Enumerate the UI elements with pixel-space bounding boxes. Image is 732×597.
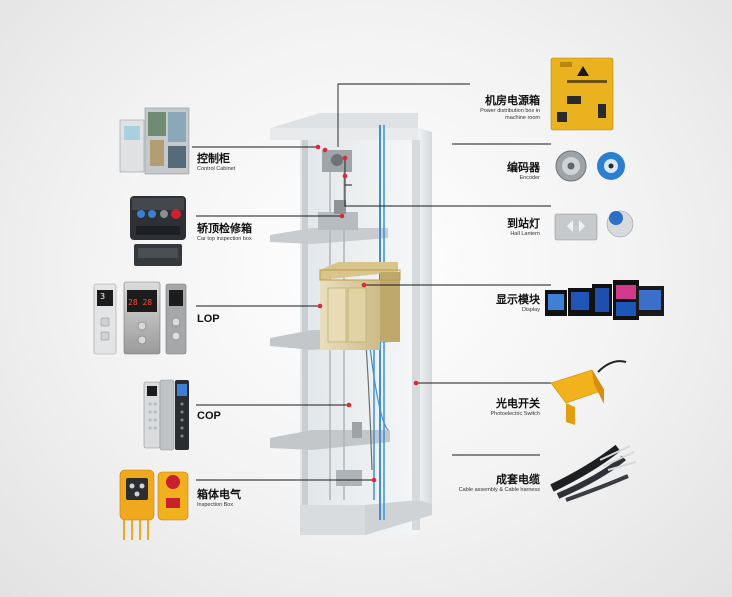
hall-lantern-en: Hall Lantern (510, 231, 540, 237)
label-photoelectric-switch: 光电开关 Photoelectric Switch (460, 398, 540, 418)
lop-display-a: 3 (100, 292, 105, 301)
lop-floor-b: 28 (128, 298, 138, 307)
elevator-car (319, 262, 401, 350)
lop-floor-c: 28 (142, 298, 153, 307)
lop-display-b: 28 28 (128, 298, 152, 307)
inspection-box-image (119, 469, 189, 540)
label-hall-lantern: 到站灯 Hall Lantern (460, 218, 540, 238)
lop-floor-a: 3 (100, 292, 106, 301)
encoder-image (555, 150, 625, 182)
cable-assembly-en: Cable assembly & Cable harness (458, 487, 540, 493)
photoelectric-en: Photoelectric Switch (490, 411, 540, 417)
car-top-inspection-cn: 轿顶检修箱 (197, 223, 252, 235)
elevator-shaft (270, 113, 432, 535)
hall-lantern-cn: 到站灯 (507, 218, 540, 230)
hall-lantern-image (554, 210, 634, 241)
car-top-inspection-en: Car top inspection box (197, 236, 252, 242)
car-top-inspection-box-image (130, 196, 186, 266)
cable-assembly-image (550, 444, 637, 502)
cable-assembly-cn: 成套电缆 (496, 474, 540, 486)
inspection-box-cn: 箱体电气 (197, 489, 241, 501)
leader-markers (315, 144, 419, 483)
control-cabinet-image (119, 107, 190, 175)
control-cabinet-cn: 控制柜 (197, 153, 230, 165)
power-box-en: Power distribution box in machine room (480, 108, 540, 121)
cop-panels-image (143, 379, 189, 451)
lop-cn: LOP (197, 313, 220, 325)
cop-cn: COP (197, 410, 221, 422)
display-cn: 显示模块 (496, 294, 540, 306)
power-box-cn: 机房电源箱 (485, 95, 540, 107)
control-cabinet-en: Control Cabinet (197, 166, 236, 172)
display-en: Display (521, 307, 540, 313)
leader-lines (192, 83, 551, 481)
lop-panels-image (93, 281, 187, 355)
encoder-en: Encoder (519, 175, 541, 181)
label-cable-assembly: 成套电缆 Cable assembly & Cable harness (420, 474, 540, 494)
power-distribution-box-image (550, 57, 614, 131)
label-control-cabinet: 控制柜 Control Cabinet (197, 153, 235, 173)
label-power-distribution-box: 机房电源箱 Power distribution box in machine … (460, 95, 540, 121)
display-modules-image (545, 280, 664, 320)
label-cop: COP (197, 410, 221, 423)
photoelectric-switch-image (550, 360, 627, 425)
inspection-box-en: Inspection Box (197, 502, 234, 508)
label-display: 显示模块 Display (460, 294, 540, 314)
label-inspection-box: 箱体电气 Inspection Box (197, 489, 241, 509)
encoder-cn: 编码器 (507, 162, 540, 174)
photoelectric-cn: 光电开关 (496, 398, 540, 410)
label-lop: LOP (197, 313, 220, 326)
label-car-top-inspection-box: 轿顶检修箱 Car top inspection box (197, 223, 252, 243)
label-encoder: 编码器 Encoder (460, 162, 540, 182)
